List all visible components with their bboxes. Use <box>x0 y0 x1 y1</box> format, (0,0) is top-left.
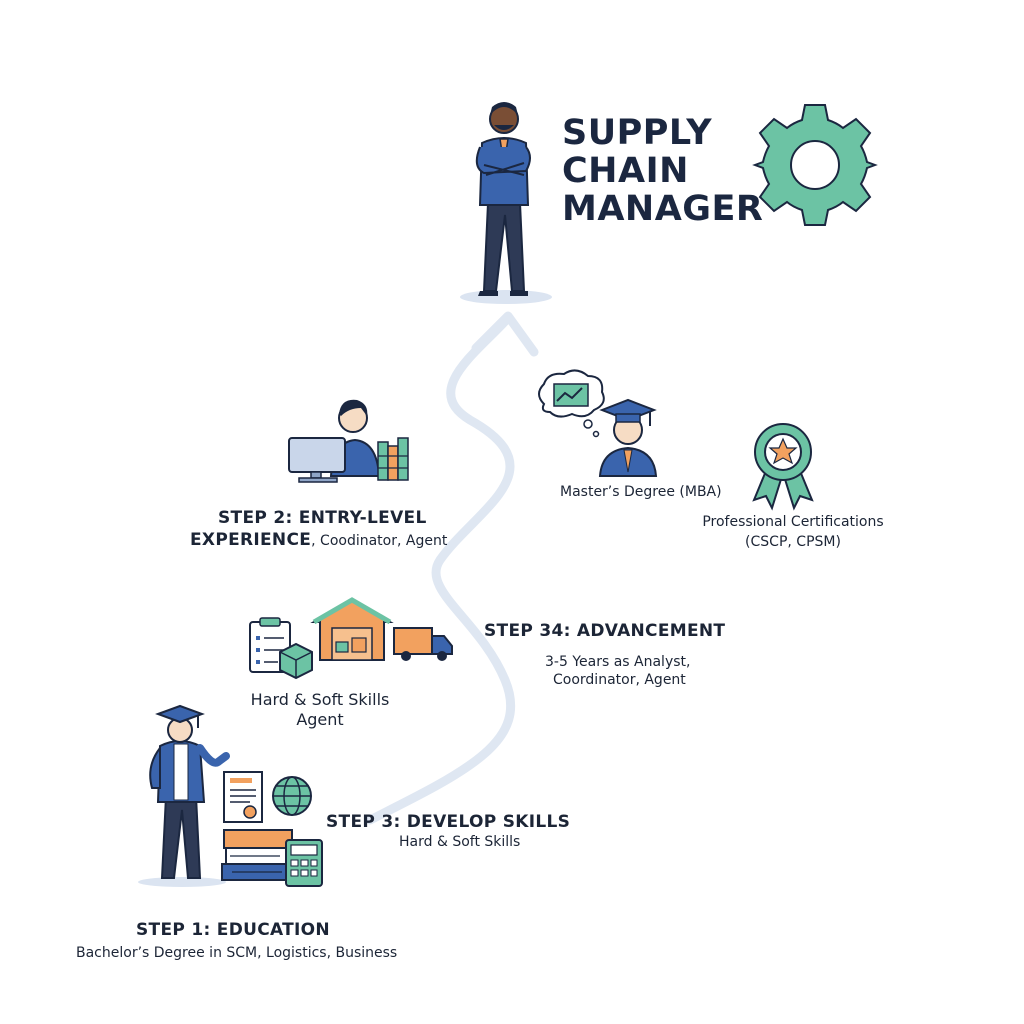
graduate-figure <box>138 704 230 887</box>
step3-detail: Hard & Soft Skills <box>399 834 521 850</box>
step34-detail-line-1: 3-5 Years as Analyst, <box>545 654 691 670</box>
step1-detail: Bachelor’s Degree in SCM, Logistics, Bus… <box>76 945 398 961</box>
title-line-1: SUPPLY <box>562 113 713 153</box>
globe-icon <box>272 776 312 816</box>
binders-icon <box>377 437 409 481</box>
chart-bubble-icon <box>538 369 605 438</box>
step34-heading: STEP 34: ADVANCEMENT <box>484 621 726 641</box>
title-line-2: CHAIN <box>562 151 689 191</box>
skills-line-1: Hard & Soft Skills <box>250 690 390 709</box>
step2-heading-line-2-row: EXPERIENCE, Coodinator, Agent <box>190 530 447 550</box>
computer-icon <box>288 399 381 483</box>
diploma-icon <box>223 771 263 823</box>
certificate-ribbon-icon <box>752 423 814 511</box>
calculator-icon <box>285 839 323 887</box>
skills-line-2: Agent <box>296 710 344 729</box>
box-icon <box>279 642 313 680</box>
manager-figure <box>460 102 552 304</box>
step3-heading: STEP 3: DEVELOP SKILLS <box>326 812 571 832</box>
gear-icon <box>752 104 878 226</box>
step34-detail-line-2: Coordinator, Agent <box>553 672 686 688</box>
step2-heading-line-2: EXPERIENCE <box>190 530 312 550</box>
title-line-3: MANAGER <box>562 189 764 229</box>
certifications-line-2: (CSCP, CPSM) <box>745 534 841 550</box>
warehouse-icon <box>310 597 394 661</box>
certifications-line-1: Professional Certifications <box>702 514 884 530</box>
step1-heading: STEP 1: EDUCATION <box>136 920 330 940</box>
step2-heading-line-1: STEP 2: ENTRY-LEVEL <box>218 508 427 528</box>
masters-label: Master’s Degree (MBA) <box>560 484 722 500</box>
graduation-cap-icon <box>598 398 658 477</box>
truck-icon <box>393 627 453 661</box>
step2-detail: , Coodinator, Agent <box>311 533 448 549</box>
